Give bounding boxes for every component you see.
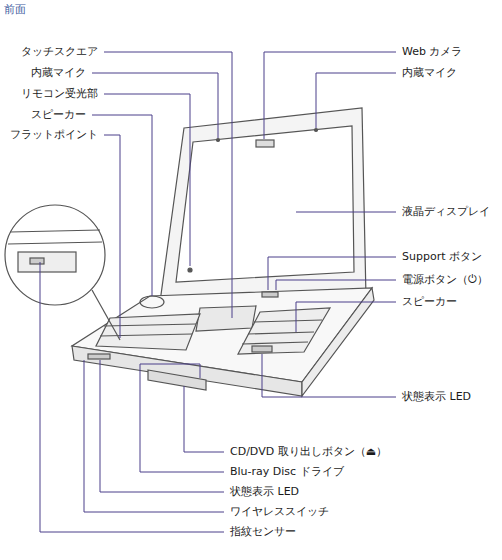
part-label: CD/DVD 取り出しボタン（⏏） bbox=[230, 445, 387, 459]
part-label: 状態表示 LED bbox=[230, 485, 299, 499]
part-label: フラットポイント bbox=[10, 128, 98, 142]
leader-lines bbox=[40, 52, 396, 532]
part-label: Support ボタン bbox=[402, 250, 482, 264]
part-label: 内蔵マイク bbox=[31, 66, 86, 80]
part-label: Blu-ray Disc ドライブ bbox=[230, 465, 344, 479]
part-label: リモコン受光部 bbox=[21, 87, 98, 101]
part-label: 内蔵マイク bbox=[402, 66, 457, 80]
part-label: スピーカー bbox=[31, 108, 86, 122]
part-label: 電源ボタン（⏻） bbox=[402, 273, 488, 287]
part-label: 状態表示 LED bbox=[402, 390, 471, 404]
part-label: スピーカー bbox=[402, 295, 457, 309]
page-title: 前面 bbox=[4, 3, 26, 17]
part-label: Web カメラ bbox=[402, 45, 462, 59]
part-label: 液晶ディスプレイ bbox=[402, 205, 490, 219]
part-label: ワイヤレススイッチ bbox=[230, 505, 329, 519]
part-label: タッチスクエア bbox=[21, 45, 98, 59]
part-label: 指紋センサー bbox=[230, 525, 296, 539]
